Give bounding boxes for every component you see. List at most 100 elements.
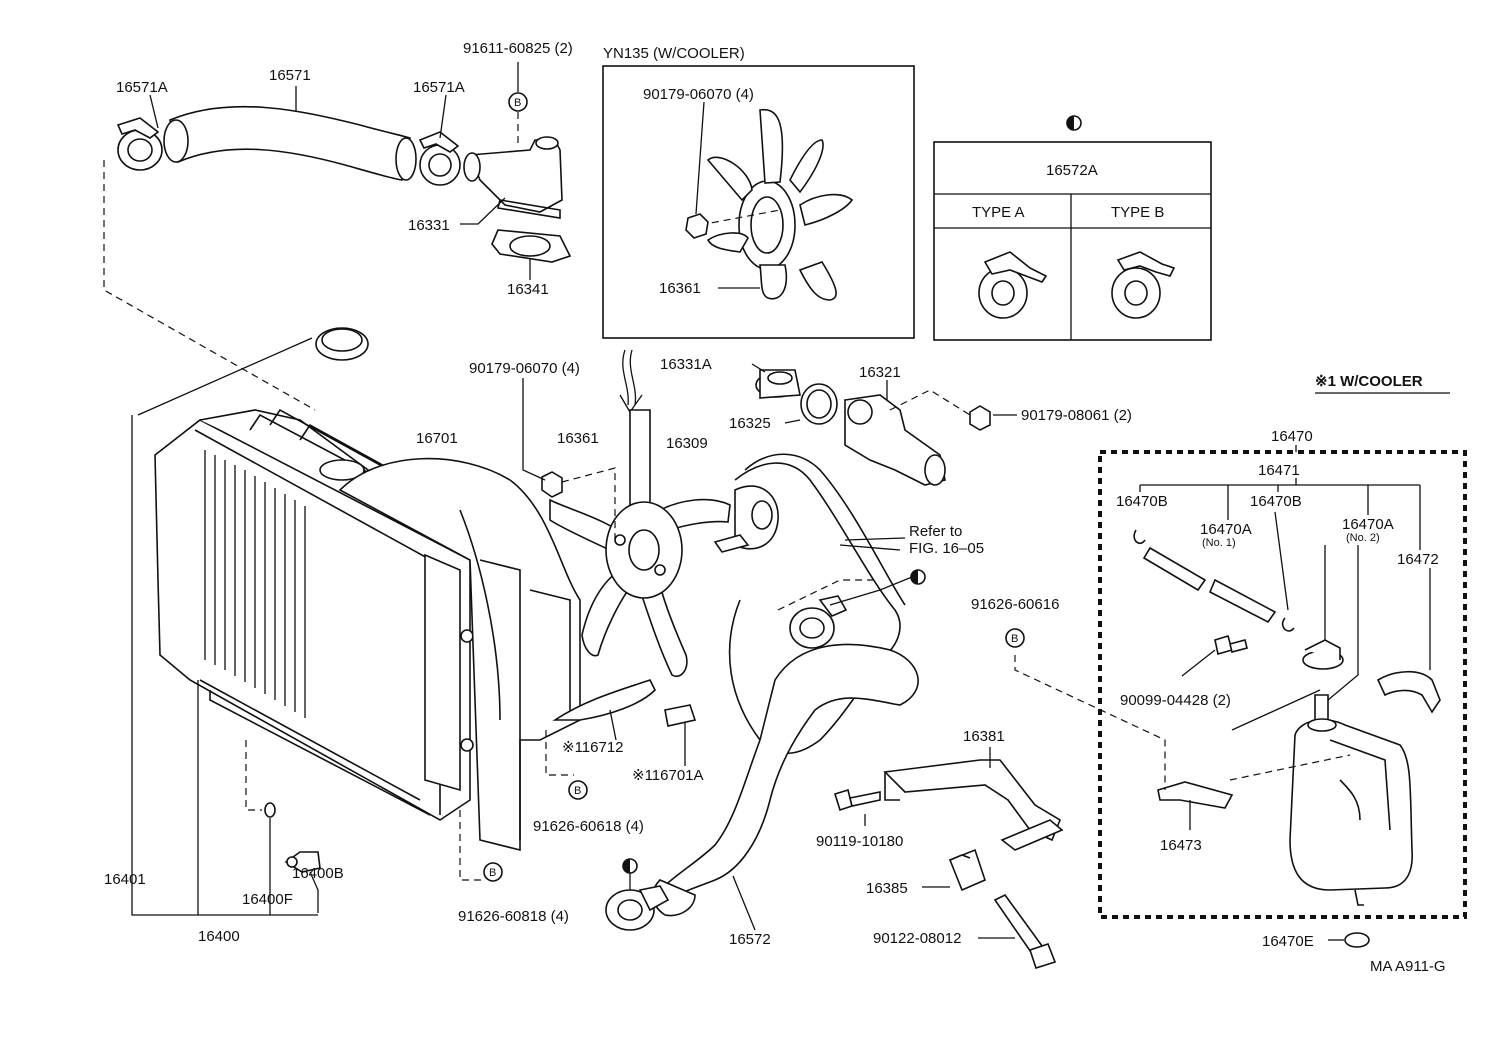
label-90119: 90119-10180 [816,833,903,850]
pipe-16381 [883,759,1064,851]
radiator-fins [204,450,306,718]
water-outlet-16331 [463,136,563,219]
clamp-16571A-left [116,117,163,171]
label-90179-08061: 90179-08061 (2) [1021,407,1132,424]
svg-text:B: B [489,867,496,879]
water-inlet-16321 [844,394,946,486]
label-16571A-left: 16571A [116,79,168,96]
label-16470B-left: 16470B [1116,493,1168,510]
label-16470: 16470 [1271,428,1313,445]
label-90099: 90099-04428 (2) [1120,692,1231,709]
marker-b-60616: B [1005,628,1025,648]
label-16309: 16309 [666,435,708,452]
label-16361-top: 16361 [659,280,701,297]
svg-text:B: B [514,97,521,109]
cap-16470E [1344,932,1370,948]
label-16400B: 16400B [292,865,344,882]
o-ring-16400F [264,802,276,818]
marker-b-60618: B [568,780,588,800]
block-16385 [948,848,986,892]
marker-half-lower [622,858,638,874]
nut-yn135 [685,213,709,239]
hose-clip-16470B-right [1281,617,1295,632]
label-90179-top: 90179-06070 (4) [643,86,754,103]
arrow-down [619,349,643,414]
label-16401: 16401 [104,871,146,888]
label-16473: 16473 [1160,837,1202,854]
bracket-16701A [664,704,697,727]
drain-cock-16400B [284,851,321,873]
nut-90179-06070-mid [541,471,563,498]
gasket-16325 [800,383,838,425]
label-16341: 16341 [507,281,549,298]
fan-shroud-16701 [338,457,581,852]
label-16572: 16572 [729,931,771,948]
label-16701A: ※116701A [632,767,704,784]
label-91611: 91611-60825 (2) [463,40,573,57]
radiator-cap [315,327,369,361]
clamp-type-b [1111,251,1176,319]
label-16331A: 16331A [660,356,712,373]
label-91626-60818: 91626-60818 (4) [458,908,569,925]
svg-text:B: B [1011,633,1018,645]
hose-clip-16470B-left [1133,529,1146,545]
part-labels: 16571A 16571 91611-60825 (2) 16571A 1633… [104,40,1446,975]
bracket-16473 [1157,781,1234,809]
label-16361-mid: 16361 [557,430,599,447]
upper-radiator-hose [163,105,417,181]
reservoir-tank-16470 [1289,694,1413,906]
bolt-90122-08012 [993,893,1057,969]
svg-text:TYPE B: TYPE B [1111,204,1164,221]
clamp-16571A-right [418,131,461,186]
marker-b-91611: B [508,92,528,112]
hose-clamp-lower [605,885,670,931]
cap-16470A-no2 [1302,639,1344,670]
fluid-coupling-16309 [713,485,779,553]
label-16400: 16400 [198,928,240,945]
label-16321: 16321 [859,364,901,381]
gasket-16341 [491,229,572,263]
label-91626-60618: 91626-60618 (4) [533,818,644,835]
hose-16470A-no1 [1142,546,1277,624]
thermostat-16331A [755,369,801,399]
clamp-type-a [978,251,1048,319]
label-16571: 16571 [269,67,311,84]
label-16470B-right: 16470B [1250,493,1302,510]
label-91626-60616: 91626-60616 [971,596,1059,613]
label-90122: 90122-08012 [873,930,961,947]
label-90179-mid: 90179-06070 (4) [469,360,580,377]
fan-16361 [549,409,731,677]
marker-b-60818: B [483,862,503,882]
refer-to-line1: Refer to [909,523,962,540]
label-16712: ※116712 [562,739,624,756]
reference-code: MA A911-G [1370,958,1446,975]
label-16470A-no2: 16470A [1342,516,1394,533]
yn135-box: YN135 (W/COOLER) [602,45,915,339]
label-16571A-right: 16571A [413,79,465,96]
label-16385: 16385 [866,880,908,897]
hose-clamp-upper-lower-hose [789,595,848,649]
label-16400F: 16400F [242,891,293,908]
label-16325: 16325 [729,415,771,432]
fan-16361-yn135 [699,108,854,301]
label-16470A-no1-sub: (No. 1) [1202,537,1236,549]
clamp-type-table: 16572A TYPE A TYPE B [933,115,1212,341]
w-cooler-group: ※1 W/COOLER [1098,373,1467,919]
bolt-90119-10180 [833,788,881,812]
svg-text:B: B [574,785,581,797]
label-16472: 16472 [1397,551,1439,568]
label-16470E: 16470E [1262,933,1314,950]
svg-text:YN135 (W/COOLER): YN135 (W/COOLER) [603,45,745,62]
bolt-90099-04428 [1214,634,1248,656]
marker-half-mid [910,569,926,585]
label-16471: 16471 [1258,462,1300,479]
label-16381: 16381 [963,728,1005,745]
label-16331: 16331 [408,217,450,234]
shroud-lower-16712 [552,679,656,721]
svg-text:16572A: 16572A [1046,162,1098,179]
svg-text:TYPE A: TYPE A [972,204,1025,221]
refer-to-line2: FIG. 16–05 [909,540,984,557]
nut-90179-08061 [969,405,991,431]
